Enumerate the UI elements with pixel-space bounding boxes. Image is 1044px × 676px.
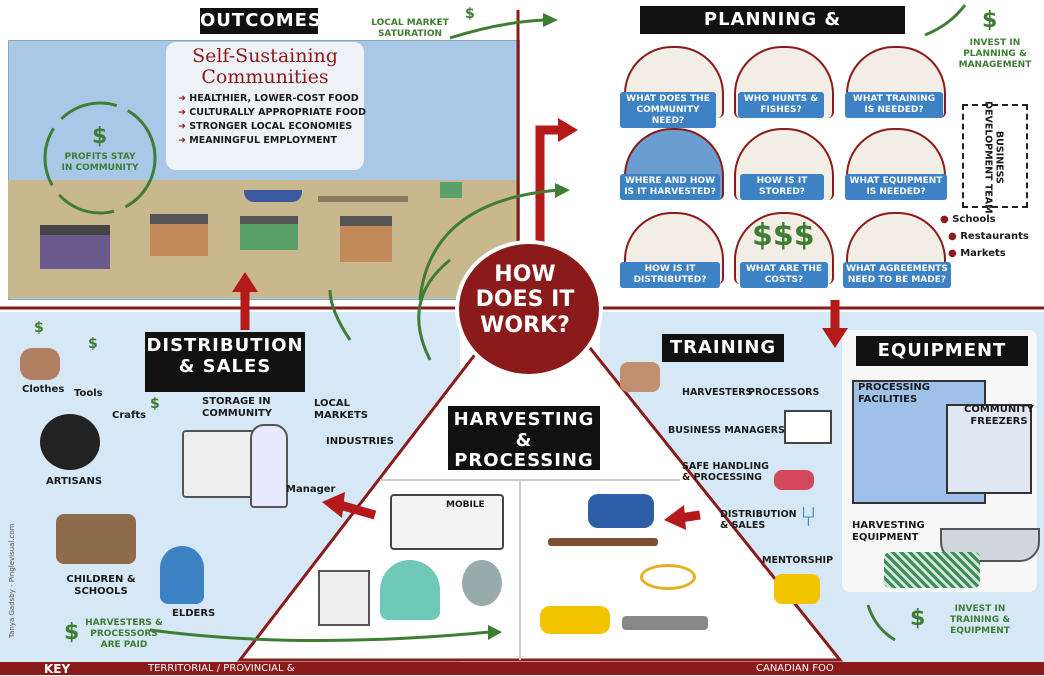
speech-bubbles-icon bbox=[774, 574, 820, 604]
key-label: KEY bbox=[44, 662, 71, 676]
artisan-icon bbox=[40, 414, 100, 470]
dollar-icon: $ bbox=[982, 8, 998, 33]
equipment-banner: EQUIPMENT bbox=[856, 336, 1028, 366]
planning-question: WHAT AGREEMENTS NEED TO BE MADE? bbox=[843, 262, 951, 288]
outcomes-list: ➜ HEALTHIER, LOWER-COST FOOD ➜ CULTURALL… bbox=[178, 93, 368, 147]
laptop-icon bbox=[784, 410, 832, 444]
processing-machine-icon bbox=[318, 570, 370, 626]
worker-icon bbox=[380, 560, 440, 620]
local-market-saturation-label: LOCAL MARKET SATURATION bbox=[371, 18, 449, 39]
dock-icon bbox=[318, 196, 408, 202]
house-icon bbox=[40, 225, 110, 269]
harvesting-banner: HARVESTING & PROCESSING bbox=[448, 406, 600, 471]
house-icon bbox=[340, 216, 392, 262]
invest-planning-label: INVEST IN PLANNING & MANAGEMENT bbox=[958, 38, 1032, 70]
training-item: PROCESSORS bbox=[748, 387, 820, 398]
invest-training-label: INVEST IN TRAINING & EQUIPMENT bbox=[949, 604, 1011, 636]
net-icon bbox=[884, 552, 980, 588]
house-icon bbox=[440, 182, 462, 198]
snowmobile-icon bbox=[540, 606, 610, 634]
planning-question: WHAT DOES THE COMMUNITY NEED? bbox=[620, 92, 716, 129]
training-item: HARVESTERS bbox=[682, 387, 753, 398]
processing-facilities-label: PROCESSING FACILITIES bbox=[858, 382, 930, 405]
tools-label: Tools bbox=[74, 388, 103, 399]
planning-question: HOW IS IT DISTRIBUTED? bbox=[620, 262, 720, 288]
training-item: BUSINESS MANAGERS bbox=[668, 425, 785, 436]
key-bar bbox=[0, 662, 1044, 675]
manager-icon bbox=[250, 424, 288, 508]
children-label: CHILDREN & SCHOOLS bbox=[66, 574, 136, 597]
agreement-restaurant: ● Restaurants bbox=[948, 231, 1029, 242]
harvesting-equipment-label: HARVESTING EQUIPMENT bbox=[852, 520, 925, 543]
harvesters-paid-label: HARVESTERS & PROCESSORS ARE PAID bbox=[85, 618, 163, 650]
community-freezers-label: COMMUNITY FREEZERS bbox=[964, 404, 1035, 427]
profits-stay-label: PROFITS STAY IN COMMUNITY bbox=[61, 152, 139, 173]
dollar-sign-icon: $$$ bbox=[752, 218, 815, 253]
elder-icon bbox=[160, 546, 204, 604]
rifle-icon bbox=[548, 538, 658, 546]
fish-icon bbox=[462, 560, 502, 606]
outcome-item: ➜ CULTURALLY APPROPRIATE FOOD bbox=[178, 106, 367, 118]
training-item: DISTRIBUTION & SALES bbox=[720, 509, 797, 531]
agreement-school: ● Schools bbox=[940, 214, 996, 225]
artisans-label: ARTISANS bbox=[46, 476, 103, 487]
planning-question: WHAT TRAINING IS NEEDED? bbox=[845, 92, 943, 118]
outcomes-title: Self-Sustaining Communities bbox=[192, 45, 338, 88]
dollar-icon: $ bbox=[150, 396, 160, 412]
planning-question: WHAT ARE THE COSTS? bbox=[740, 262, 828, 288]
truck-icon bbox=[390, 494, 504, 550]
industries-label: INDUSTRIES bbox=[326, 436, 394, 447]
rope-icon bbox=[640, 564, 696, 590]
dollar-icon: $ bbox=[34, 320, 44, 336]
key-territorial: TERRITORIAL / PROVINCIAL & bbox=[148, 663, 295, 674]
house-icon bbox=[150, 214, 208, 256]
truck-label: MOBILE bbox=[446, 500, 485, 510]
profit-dollar-icon: $ bbox=[92, 124, 108, 149]
manager-label: Manager bbox=[286, 484, 336, 495]
outcome-item: ➜ MEANINGFUL EMPLOYMENT bbox=[178, 134, 337, 146]
planning-banner: PLANNING & MANAGEMENT bbox=[640, 6, 905, 58]
agreement-targets: ● Schools ● Restaurants ● Markets bbox=[940, 214, 1029, 259]
credit-label: Tanya Gadsby - Pinglevisual.com bbox=[8, 523, 16, 638]
training-item: SAFE HANDLING & PROCESSING bbox=[682, 461, 769, 483]
children-icon bbox=[56, 514, 136, 564]
business-dev-box bbox=[962, 104, 1028, 208]
sleeping-bag-icon bbox=[588, 494, 654, 528]
dollar-icon: $ bbox=[88, 336, 98, 352]
center-circle bbox=[455, 240, 603, 378]
freezer-door-icon bbox=[946, 404, 1032, 494]
planning-question: HOW IS IT STORED? bbox=[740, 174, 824, 200]
house-icon bbox=[240, 216, 298, 250]
outcome-item: ➜ STRONGER LOCAL ECONOMIES bbox=[178, 120, 353, 132]
split-arrow-icon: ⑂ bbox=[800, 500, 817, 533]
meat-icon bbox=[774, 470, 814, 490]
training-banner: TRAINING bbox=[662, 334, 784, 362]
planning-question: WHERE AND HOW IS IT HARVESTED? bbox=[620, 174, 720, 200]
planning-question: WHAT EQUIPMENT IS NEEDED? bbox=[845, 174, 947, 200]
clothes-label: Clothes bbox=[22, 384, 65, 395]
sled-icon bbox=[622, 616, 708, 630]
outcome-item: ➜ HEALTHIER, LOWER-COST FOOD bbox=[178, 93, 359, 104]
center-title: HOW DOES IT WORK? bbox=[475, 262, 575, 338]
outcomes-summary-box bbox=[166, 42, 364, 170]
dollar-icon: $ bbox=[910, 606, 926, 631]
dollar-icon: $ bbox=[64, 620, 80, 645]
crafts-label: Crafts bbox=[112, 410, 147, 421]
elders-label: ELDERS bbox=[172, 608, 216, 619]
dollar-icon: $ bbox=[465, 6, 475, 22]
hand-line-icon bbox=[620, 362, 660, 392]
boat-icon bbox=[244, 190, 302, 202]
local-markets-label: LOCAL MARKETS bbox=[314, 398, 368, 421]
business-dev-team: BUSINESS DEVELOPMENT TEAM bbox=[982, 101, 1005, 214]
planning-question: WHO HUNTS & FISHES? bbox=[738, 92, 824, 118]
mittens-icon bbox=[20, 348, 60, 380]
agreement-market: ● Markets bbox=[948, 248, 1006, 259]
training-item: MENTORSHIP bbox=[762, 555, 834, 566]
key-canadian: CANADIAN FOO bbox=[756, 663, 834, 674]
storage-label: STORAGE IN COMMUNITY bbox=[202, 396, 273, 419]
distribution-banner: DISTRIBUTION & SALES bbox=[145, 332, 305, 392]
outcomes-banner: OUTCOMES bbox=[200, 8, 321, 34]
